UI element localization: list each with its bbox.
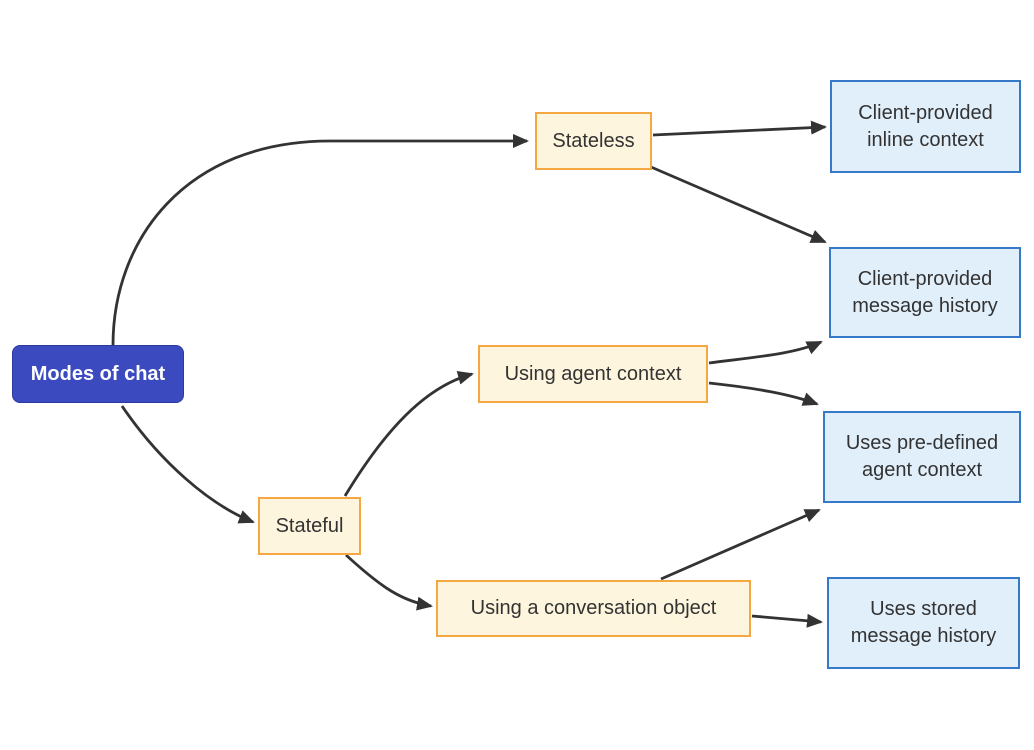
node-uses-pre-defined-agent-context: Uses pre-defined agent context — [823, 411, 1021, 503]
edge-using-a-conversation-object-to-uses-stored-message-history — [751, 613, 823, 628]
edge-modes-of-chat-to-stateless — [111, 134, 529, 346]
edge-stateless-to-client-provided-inline-context — [652, 120, 827, 137]
node-using-agent-context: Using agent context — [478, 345, 708, 403]
node-uses-stored-message-history: Uses stored message history — [827, 577, 1020, 669]
edge-stateful-to-using-agent-context — [343, 370, 474, 497]
node-stateless: Stateless — [535, 112, 652, 170]
edge-using-a-conversation-object-to-uses-pre-defined-agent-context — [660, 508, 821, 581]
edge-modes-of-chat-to-stateful — [120, 405, 255, 524]
edge-stateless-to-client-provided-message-history — [650, 165, 827, 244]
edge-using-agent-context-to-client-provided-message-history — [708, 340, 823, 365]
node-modes-of-chat: Modes of chat — [12, 345, 184, 403]
edge-using-agent-context-to-uses-pre-defined-agent-context — [708, 381, 819, 406]
node-client-provided-inline-context: Client-provided inline context — [830, 80, 1021, 173]
node-stateful: Stateful — [258, 497, 361, 555]
node-using-a-conversation-object: Using a conversation object — [436, 580, 751, 637]
edge-stateful-to-using-a-conversation-object — [345, 553, 433, 611]
node-client-provided-message-history: Client-provided message history — [829, 247, 1021, 338]
